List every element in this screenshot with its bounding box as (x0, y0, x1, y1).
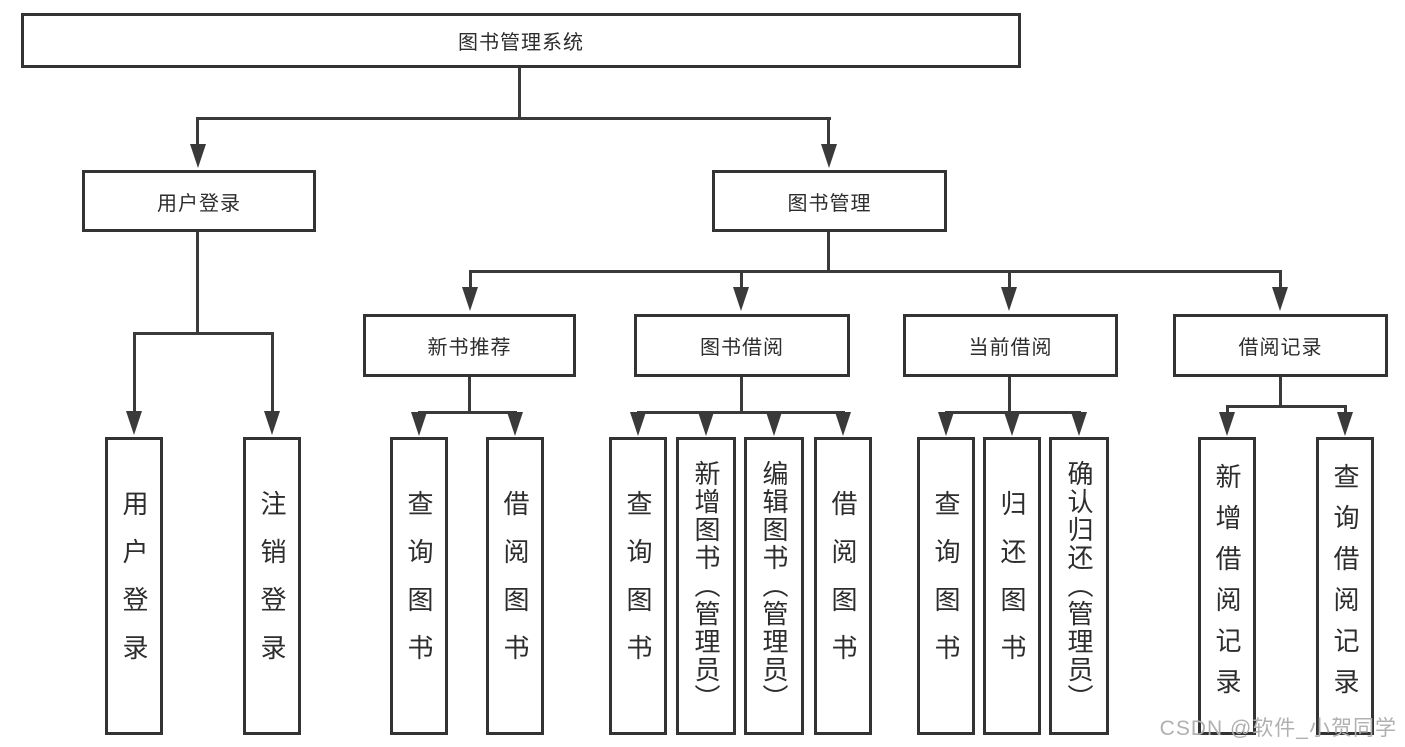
leaf-add-borrow-record: 新增借阅记录 (1198, 437, 1256, 735)
leaf-label: 查询图书 (404, 490, 434, 682)
connector-line (469, 270, 1282, 273)
node-borrowing-records: 借阅记录 (1173, 314, 1388, 377)
node-user-login: 用户登录 (82, 170, 316, 232)
arrow-down-icon (190, 144, 206, 168)
arrow-down-icon (264, 411, 280, 435)
leaf-label: 确认归还（管理员） (1064, 460, 1094, 712)
arrow-down-icon (411, 412, 427, 436)
leaf-confirm-return-admin: 确认归还（管理员） (1049, 437, 1109, 735)
connector-line (133, 332, 274, 335)
connector-line (740, 270, 743, 288)
connector-line (827, 117, 830, 147)
leaf-return-books: 归还图书 (983, 437, 1041, 735)
connector-line (1226, 405, 1347, 408)
node-book-management: 图书管理 (712, 170, 947, 232)
leaf-query-books: 查询图书 (609, 437, 667, 735)
leaf-query-books: 查询图书 (390, 437, 448, 735)
arrow-down-icon (462, 287, 478, 311)
connector-line (1226, 405, 1229, 413)
leaf-logout: 注销登录 (243, 437, 301, 735)
connector-line (1344, 405, 1347, 413)
connector-line (827, 232, 830, 273)
node-label: 图书借阅 (700, 337, 784, 359)
arrow-down-icon (630, 412, 646, 436)
arrow-down-icon (835, 412, 851, 436)
node-label: 用户登录 (157, 192, 241, 215)
leaf-query-borrow-record: 查询借阅记录 (1316, 437, 1374, 735)
csdn-watermark: CSDN @软件_小贺同学 (1159, 717, 1397, 740)
connector-line (468, 377, 471, 414)
arrow-down-icon (698, 412, 714, 436)
arrow-down-icon (1219, 412, 1235, 436)
connector-line (1279, 377, 1282, 408)
leaf-label: 编辑图书（管理员） (759, 460, 789, 712)
arrow-down-icon (1071, 412, 1087, 436)
leaf-label: 借阅图书 (500, 490, 530, 682)
leaf-user-login: 用户登录 (105, 437, 163, 735)
arrow-down-icon (507, 412, 523, 436)
leaf-label: 用户登录 (119, 490, 149, 682)
leaf-label: 查询借阅记录 (1330, 463, 1360, 709)
leaf-label: 注销登录 (257, 490, 287, 682)
connector-line (740, 377, 743, 414)
node-new-book-recommendation: 新书推荐 (363, 314, 576, 377)
leaf-edit-books-admin: 编辑图书（管理员） (744, 437, 804, 735)
node-label: 当前借阅 (968, 337, 1053, 359)
leaf-borrow-books: 借阅图书 (486, 437, 544, 735)
arrow-down-icon (1272, 287, 1288, 311)
connector-line (1008, 377, 1011, 414)
arrow-down-icon (1337, 412, 1353, 436)
leaf-label: 借阅图书 (828, 490, 858, 682)
connector-line (133, 332, 136, 412)
arrow-down-icon (766, 412, 782, 436)
arrow-down-icon (1004, 412, 1020, 436)
node-library-management-system: 图书管理系统 (21, 13, 1021, 68)
connector-line (1008, 270, 1011, 288)
arrow-down-icon (938, 412, 954, 436)
leaf-query-books: 查询图书 (917, 437, 975, 735)
node-label: 图书管理系统 (458, 32, 584, 54)
connector-line (1279, 270, 1282, 288)
leaf-label: 归还图书 (997, 490, 1027, 682)
connector-line (196, 232, 199, 334)
leaf-borrow-books: 借阅图书 (814, 437, 872, 735)
node-label: 新书推荐 (427, 337, 512, 359)
node-label: 借阅记录 (1238, 337, 1323, 359)
connector-line (197, 117, 831, 120)
connector-line (469, 270, 472, 288)
leaf-label: 查询图书 (623, 490, 653, 682)
node-label: 图书管理 (787, 192, 872, 215)
arrow-down-icon (821, 144, 837, 168)
connector-line (271, 332, 274, 412)
connector-line (196, 117, 199, 147)
leaf-label: 新增借阅记录 (1212, 463, 1242, 709)
leaf-label: 新增图书（管理员） (691, 460, 721, 712)
arrow-down-icon (126, 411, 142, 435)
node-book-borrowing: 图书借阅 (634, 314, 850, 377)
leaf-add-books-admin: 新增图书（管理员） (676, 437, 736, 735)
connector-line (418, 411, 517, 414)
connector-line (637, 411, 845, 414)
leaf-label: 查询图书 (931, 490, 961, 682)
connector-line (518, 68, 521, 119)
node-current-borrowing: 当前借阅 (903, 314, 1118, 377)
arrow-down-icon (733, 287, 749, 311)
arrow-down-icon (1001, 287, 1017, 311)
